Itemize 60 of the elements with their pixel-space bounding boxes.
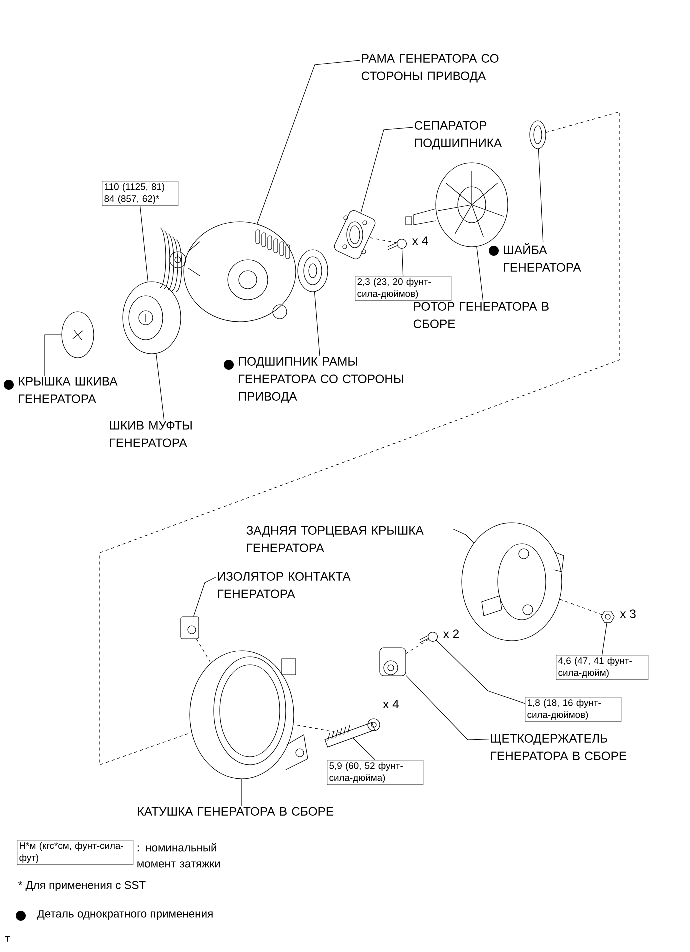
torque-spec-box: 2,3 (23, 20 фунт-сила-дюймов) [355,276,452,302]
torque-spec-box: 4,6 (47, 41 фунт-сила-дюйм) [556,655,649,680]
leader-line [193,577,216,617]
brush-holder-drawing [380,648,406,676]
washer-drawing [530,120,546,150]
quantity-label: x 4 [412,236,428,246]
alignment-line [196,639,212,664]
alignment-line [100,112,620,766]
part-label: СЕПАРАТОР ПОДШИПНИКА [414,121,502,150]
leader-line [140,206,149,282]
leader-line [353,738,376,760]
leader-line [602,622,608,656]
torque-spec-box: 110 (1125, 81) 84 (857, 62)* [102,181,179,206]
generator-coil-drawing [190,650,308,780]
leader-line [402,248,404,276]
leader-line [436,640,526,704]
part-label: ЩЕТКОДЕРЖАТЕЛЬ ГЕНЕРАТОРА В СБОРЕ [491,734,627,760]
leader-line [156,354,165,420]
legend-note: : номинальный момент затяжки [138,843,220,868]
quantity-label: x 4 [383,700,399,709]
part-label: РОТОР ГЕНЕРАТОРА В СБОРЕ [414,302,549,328]
part-label: РАМА ГЕНЕРАТОРА СО СТОРОНЫ ПРИВОДА [362,54,499,83]
part-label: ИЗОЛЯТОР КОНТАКТА ГЕНЕРАТОРА [218,572,351,598]
part-label: ПОДШИПНИК РАМЫ ГЕНЕРАТОРА СО СТОРОНЫ ПРИВОДА [224,357,404,404]
part-label: КАТУШКА ГЕНЕРАТОРА В СБОРЕ [138,807,334,816]
drive-end-frame-drawing [170,222,296,322]
leader-line [476,246,484,302]
part-label: ЗАДНЯЯ ТОРЦЕВАЯ КРЫШКА ГЕНЕРАТОРА [246,526,424,552]
alignment-line [560,599,603,616]
alignment-line [369,237,398,244]
alignment-line [406,639,430,654]
bolt-drawing [324,718,380,748]
leader-line [538,148,544,242]
leader-line [257,60,360,224]
pulley-drawing [122,228,182,354]
bearing-drawing [298,250,328,292]
leader-line [453,529,474,544]
part-label: ШКИВ МУФТЫ ГЕНЕРАТОРА [110,421,192,448]
part-label: КРЫШКА ШКИВА ГЕНЕРАТОРА [4,377,118,404]
pulley-cap-drawing [62,312,94,358]
torque-spec-box: 1,8 (18, 16 фунт-сила-дюймов) [525,697,622,722]
leader-line [406,676,490,740]
bearing-separator-drawing [342,216,368,254]
quantity-label: x 2 [443,630,459,638]
note-text: * Для применения с SST [18,881,146,892]
nut-drawing [601,611,615,623]
leader-line [314,292,320,356]
torque-spec-box: Н*м (кгс*см, фунт-сила-фут) [17,840,134,866]
leader-line [44,334,62,376]
contact-insulator-drawing [180,616,200,640]
quantity-label: x 3 [620,610,636,618]
leader-line [360,127,414,214]
part-label: ШАЙБА ГЕНЕРАТОРА [489,243,582,272]
alignment-line [293,724,342,734]
rear-end-cover-drawing [462,522,564,642]
legend-text: Деталь однократного применения [37,910,213,920]
torque-spec-box: 5,9 (60, 52 фунт-сила-дюйма) [327,760,424,786]
note-text: T [5,936,10,942]
screw-drawing [388,238,408,250]
screw-drawing [420,632,438,644]
